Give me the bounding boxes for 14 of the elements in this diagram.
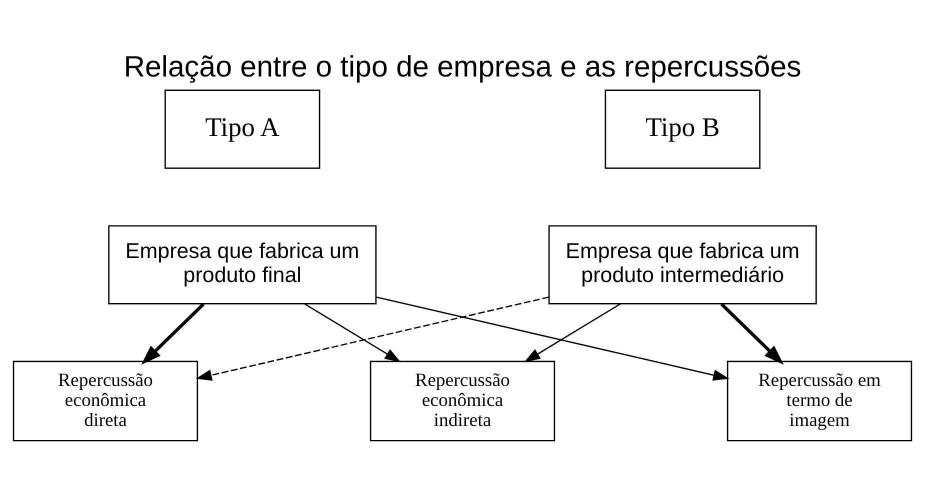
arrow (524, 304, 620, 362)
node-box: Repercussão em termo de imagem (726, 360, 912, 442)
arrow (376, 296, 730, 381)
arrow (141, 302, 205, 365)
node-box: Empresa que fabrica um produto intermediário (548, 225, 817, 304)
node-box: Repercussão econômica indireta (370, 360, 556, 442)
node-box: Empresa que fabrica um produto final (108, 225, 377, 304)
node-box: Tipo B (604, 90, 760, 169)
arrow (720, 302, 784, 365)
node-box: Repercussão econômica direta (12, 360, 198, 442)
arrow (196, 296, 549, 381)
arrow (304, 304, 401, 362)
diagram-title: Relação entre o tipo de empresa e as repercussões (124, 50, 802, 84)
node-box: Tipo A (164, 90, 320, 169)
